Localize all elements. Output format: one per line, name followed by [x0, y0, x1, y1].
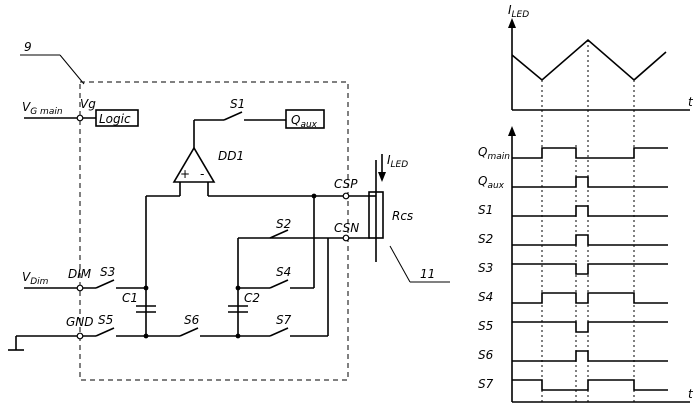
csp-pin — [343, 193, 349, 199]
s1-label: S1 — [230, 97, 245, 111]
iled-circuit-label: ILED — [387, 153, 408, 170]
block-9-leader-diag — [60, 55, 84, 84]
signal-waveform-9 — [512, 380, 668, 390]
signals-y-arrow — [508, 126, 516, 136]
signal-label-7: S5 — [478, 319, 493, 333]
t-top-label: t — [688, 95, 694, 109]
signal-waveform-7 — [512, 322, 668, 332]
gnd-pin-label: GND — [66, 315, 94, 329]
signal-waveform-4 — [512, 235, 668, 245]
signal-label-3: S1 — [478, 203, 493, 217]
s6-label: S6 — [184, 313, 200, 327]
signal-waveform-5 — [512, 264, 668, 274]
csn-label: CSN — [334, 221, 359, 235]
dim-pin-label: DIM — [68, 267, 92, 281]
signal-waveform-1 — [512, 148, 668, 158]
c2-label: C2 — [244, 291, 260, 305]
signal-label-8: S6 — [478, 348, 494, 362]
s2-switch — [270, 230, 288, 238]
csp-label: CSP — [334, 177, 358, 191]
c2-top-node — [236, 286, 241, 291]
signal-label-5: S3 — [478, 261, 493, 275]
c1-top-node — [144, 286, 149, 291]
s4-switch — [270, 280, 288, 288]
rcs-label: Rcs — [392, 209, 413, 223]
signal-waveform-6 — [512, 293, 668, 303]
rcs-11-number: 11 — [420, 267, 435, 281]
signal-waveform-3 — [512, 206, 668, 216]
signal-label-4: S2 — [478, 232, 493, 246]
opamp-plus: + — [180, 167, 190, 181]
signal-rows: QmainQauxS1S2S3S4S5S6S7 — [478, 145, 668, 391]
opamp-minus: - — [200, 167, 204, 181]
s7-label: S7 — [276, 313, 292, 327]
signal-label-6: S4 — [478, 290, 493, 304]
signal-label-9: S7 — [478, 377, 494, 391]
iled-waveform — [512, 40, 666, 80]
s5-label: S5 — [98, 313, 113, 327]
s7-switch — [270, 328, 288, 336]
dd1-label: DD1 — [218, 149, 244, 163]
signal-waveform-2 — [512, 177, 668, 187]
gnd-pin — [77, 333, 83, 339]
csn-pin — [343, 235, 349, 241]
rcs-11-leader — [390, 246, 410, 282]
s3-label: S3 — [100, 265, 115, 279]
signal-label-1: Qmain — [478, 145, 510, 162]
s2-label: S2 — [276, 217, 291, 231]
block-9-number: 9 — [24, 40, 32, 54]
vg-pin — [77, 115, 83, 121]
vg-pin-label: Vg — [80, 97, 96, 111]
circuit-schematic: 9 VG main Vg Logic + - DD1 S1 Qaux CSP R… — [8, 40, 450, 380]
s1-switch — [224, 112, 242, 120]
s5-switch — [96, 328, 114, 336]
timing-diagram: ILED t t QmainQauxS1S2S3S4S5S6S7 — [478, 3, 694, 402]
s4-label: S4 — [276, 265, 291, 279]
iled-arrow-head — [378, 172, 386, 182]
logic-label: Logic — [99, 112, 131, 126]
dim-pin — [77, 285, 83, 291]
vdim-label: VDim — [22, 270, 49, 287]
vg-main-label: VG main — [22, 100, 63, 117]
s3-switch — [96, 280, 114, 288]
t-bottom-label: t — [688, 387, 694, 401]
iled-axis-label: ILED — [508, 3, 529, 20]
signal-waveform-8 — [512, 351, 668, 361]
c2-bottom-node — [236, 334, 241, 339]
c1-bottom-node — [144, 334, 149, 339]
c1-label: C1 — [122, 291, 138, 305]
signal-label-2: Qaux — [478, 174, 505, 191]
s6-switch — [180, 328, 198, 336]
